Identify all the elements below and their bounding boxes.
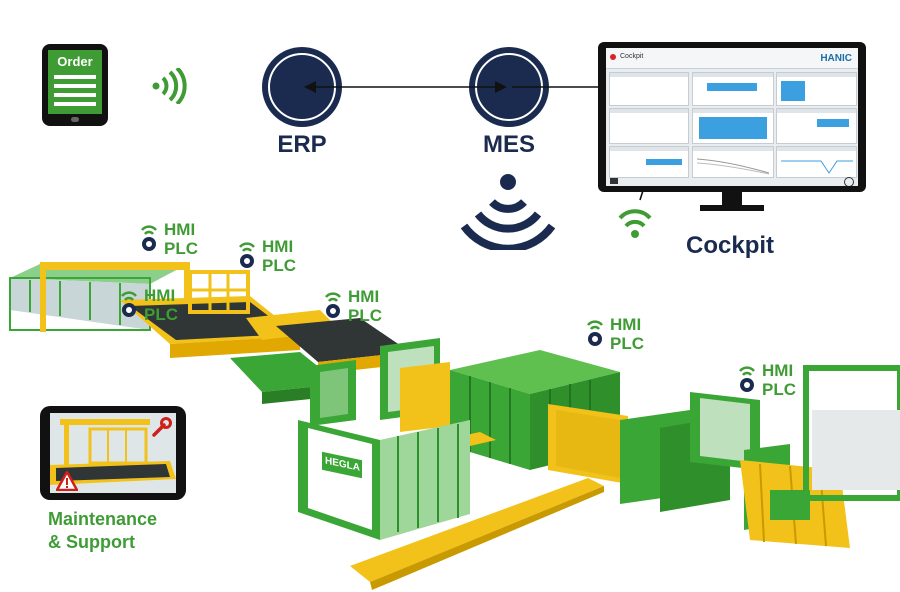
- hmi-plc-icon: [739, 366, 755, 392]
- wifi-icon: [618, 209, 652, 238]
- plc-label: PLC: [762, 380, 796, 399]
- dashboard-panel: [776, 146, 857, 178]
- rotating-station: [310, 360, 356, 426]
- plc-label: PLC: [164, 239, 198, 258]
- dashboard-panel: [692, 72, 774, 106]
- screen-title: Cockpit: [620, 53, 644, 60]
- monitor-stand: [722, 192, 742, 206]
- record-dot-icon: [610, 54, 616, 60]
- maintenance-machine-image: [50, 419, 176, 485]
- maintenance-tablet: [40, 406, 186, 500]
- plc-label: PLC: [262, 256, 296, 275]
- dashboard-panel: [776, 108, 857, 144]
- screen-brand: HANIC: [820, 53, 852, 64]
- screen-header: Cockpit HANIC: [606, 48, 858, 69]
- order-line: [54, 84, 96, 88]
- cutting-table: [120, 296, 300, 358]
- order-tablet: Order: [42, 44, 108, 126]
- wifi-icon: [152, 68, 187, 104]
- plc-label: PLC: [348, 306, 382, 325]
- maintenance-line2: & Support: [48, 532, 135, 552]
- wrench-icon: [152, 417, 172, 437]
- home-icon: [610, 178, 618, 184]
- tablet-home-button: [71, 117, 79, 122]
- arrow-head: [495, 81, 507, 93]
- dashboard-panel: [609, 108, 689, 144]
- cockpit-label: Cockpit: [686, 232, 775, 259]
- hmi-plc-icon: [141, 225, 157, 251]
- cockpit-screen: Cockpit HANIC: [606, 48, 858, 186]
- loading-machine: [188, 270, 250, 314]
- plc-label: PLC: [144, 305, 178, 324]
- transfer-frame: [548, 404, 628, 484]
- gantry-crane: [40, 262, 190, 332]
- order-line: [54, 75, 96, 79]
- mes-label: MES: [482, 131, 535, 158]
- hmi-label: HMI: [164, 220, 196, 239]
- dashboard-panel: [776, 72, 857, 106]
- dashboard-panel: [609, 146, 689, 178]
- hmi-label: HMI: [610, 315, 642, 334]
- plc-label: PLC: [610, 334, 644, 353]
- hmi-label: HMI: [762, 361, 794, 380]
- maintenance-support-label: Maintenance & Support: [48, 508, 157, 554]
- warning-icon: [56, 471, 78, 491]
- maintenance-tablet-screen: [50, 413, 176, 493]
- hegla-unloader: [298, 420, 470, 540]
- monitor-base: [700, 205, 764, 211]
- arrow-head: [304, 81, 316, 93]
- hmi-plc-icon: [121, 291, 137, 317]
- hmi-label: HMI: [144, 286, 176, 305]
- order-line: [54, 93, 96, 97]
- hmi-plc-icon: [587, 320, 603, 346]
- help-icon: [844, 177, 854, 186]
- glass-rack: [803, 365, 900, 501]
- dashboard-panel: [692, 108, 774, 144]
- wireless-broadcast-icon: [460, 174, 556, 250]
- dashboard-panel: [692, 146, 774, 178]
- hmi-label: HMI: [262, 237, 294, 256]
- sorting-frame: [690, 392, 760, 470]
- hmi-plc-icon: [325, 292, 341, 318]
- hegla-logo-text: HEGLA: [325, 455, 360, 474]
- maintenance-line1: Maintenance: [48, 509, 158, 529]
- order-label: Order: [57, 54, 93, 69]
- order-line: [54, 102, 96, 106]
- cockpit-monitor: Cockpit HANIC: [598, 42, 866, 192]
- order-tablet-screen: Order: [48, 50, 102, 114]
- yellow-frame: [400, 362, 450, 432]
- hmi-plc-icon: [239, 242, 255, 268]
- erp-label: ERP: [277, 131, 327, 158]
- dashboard-panel: [609, 72, 689, 106]
- hmi-label: HMI: [348, 287, 380, 306]
